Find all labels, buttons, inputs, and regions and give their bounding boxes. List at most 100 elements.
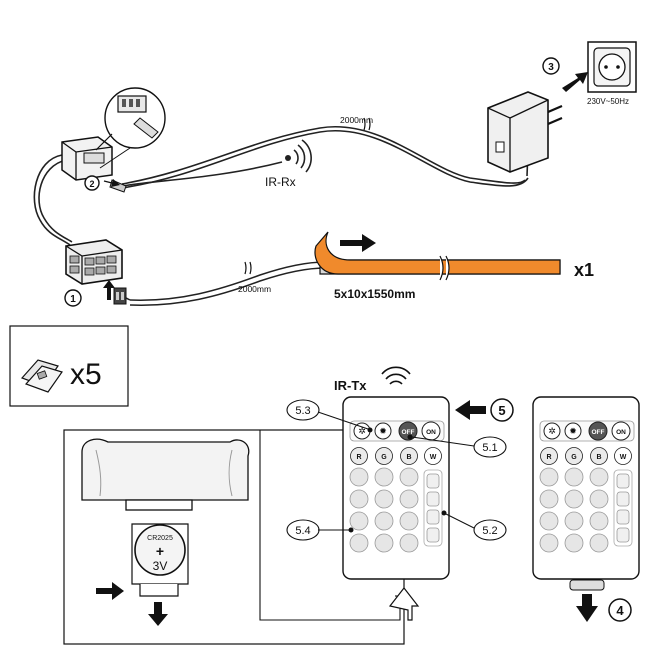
top-cable (121, 125, 529, 189)
bottom-cable-length: 2000mm (238, 284, 271, 294)
color-button[interactable] (399, 533, 419, 553)
callout-5-1: 5.1 (407, 434, 507, 458)
cable-break-mark (244, 117, 371, 275)
clips-quantity: x5 (70, 358, 102, 391)
step-4-badge: 4 (608, 598, 632, 622)
green-button-label: G (381, 454, 387, 461)
red-button-label-2: R (546, 454, 551, 461)
callout-5-2-label: 5.2 (482, 525, 497, 537)
color-button-grid (349, 467, 419, 553)
clips-box: x5 (9, 325, 129, 407)
color-button-grid-2 (539, 467, 609, 553)
top-cable-length: 2000mm (340, 115, 373, 125)
color-button[interactable] (374, 511, 394, 531)
ir-receiver (285, 139, 312, 173)
connector-zoom-inset (95, 87, 166, 169)
color-button[interactable] (349, 533, 369, 553)
red-button[interactable] (350, 447, 368, 465)
mounting-clip-icon (20, 359, 63, 393)
white-button[interactable] (424, 447, 442, 465)
color-button[interactable] (349, 511, 369, 531)
step-3-arrow (562, 72, 588, 92)
blue-button-label-2: B (596, 454, 601, 461)
brightness-up-icon: ✹ (379, 426, 387, 436)
wifi-signal-icon (381, 366, 411, 385)
panel-link-arrow (388, 587, 420, 621)
off-button[interactable] (398, 421, 418, 441)
brightness-up-icon: ✹ (569, 426, 577, 436)
blue-button-label: B (406, 454, 411, 461)
step-5-arrow (455, 400, 486, 420)
step-2-badge: 2 (84, 175, 100, 191)
step-4-number: 4 (616, 603, 624, 618)
bottom-cable (119, 261, 326, 306)
brightness-up-button[interactable] (374, 422, 392, 440)
step-1-arrow (103, 280, 115, 300)
white-tone-button[interactable] (426, 491, 440, 507)
color-button[interactable] (399, 489, 419, 509)
green-button-label-2: G (571, 454, 577, 461)
off-button-label-2: OFF (592, 429, 605, 436)
on-button-label-2: ON (616, 429, 626, 436)
step-1-number: 1 (70, 294, 76, 305)
white-button-label: W (430, 454, 437, 461)
battery-tab[interactable] (569, 579, 605, 591)
green-button[interactable] (375, 447, 393, 465)
battery-voltage: 3V (153, 559, 168, 573)
remote-control-secondary: ✲ ✹ OFF ON R G B W (532, 396, 640, 591)
step-2-number: 2 (89, 179, 94, 189)
color-button[interactable] (374, 533, 394, 553)
battery-pull-arrow (148, 602, 168, 626)
color-button[interactable] (374, 467, 394, 487)
callout-5-3-label: 5.3 (295, 405, 310, 417)
color-button[interactable] (349, 489, 369, 509)
step-5-badge: 5 (490, 398, 514, 422)
strip-direction-arrow (340, 234, 376, 252)
color-button[interactable] (399, 467, 419, 487)
power-rating-label: 230V~50Hz (587, 97, 629, 106)
step-1-badge: 1 (64, 289, 82, 307)
step-5-number: 5 (498, 403, 505, 418)
led-strip (314, 231, 561, 281)
white-tone-buttons (423, 469, 443, 547)
power-adapter (487, 91, 563, 173)
callout-5-3: 5.3 (286, 399, 373, 433)
left-connection-cable (33, 154, 73, 246)
white-tone-buttons-2 (613, 469, 633, 547)
strip-dimensions: 5x10x1550mm (334, 287, 415, 301)
callout-5-4: 5.4 (286, 519, 354, 541)
callout-5-4-label: 5.4 (295, 525, 310, 537)
off-button-label: OFF (402, 429, 415, 436)
color-button[interactable] (349, 467, 369, 487)
white-tone-button[interactable] (426, 527, 440, 543)
brightness-down-icon: ✲ (358, 426, 366, 436)
callout-5-1-label: 5.1 (482, 442, 497, 454)
white-tone-button[interactable] (426, 509, 440, 525)
step-4-arrow (576, 594, 598, 622)
white-button-label-2: W (620, 454, 627, 461)
white-tone-button[interactable] (426, 473, 440, 489)
strip-connector-plug (113, 287, 127, 305)
color-button[interactable] (374, 489, 394, 509)
callout-5-2: 5.2 (441, 510, 507, 541)
led-strip-light (314, 231, 561, 275)
strip-quantity: x1 (574, 260, 594, 280)
step-3-number: 3 (548, 62, 554, 73)
red-button-label: R (356, 454, 361, 461)
battery-model: CR2025 (147, 535, 173, 542)
step-3-badge: 3 (542, 57, 560, 75)
brightness-down-icon: ✲ (548, 426, 556, 436)
remote-control-main: ✲ ✹ OFF ON R G B W (342, 396, 450, 580)
color-button[interactable] (399, 511, 419, 531)
battery-release-arrow (96, 582, 124, 600)
wall-socket (587, 41, 637, 93)
controller-unit-small (61, 136, 127, 193)
remote-label: IR-Tx (334, 378, 367, 393)
blue-button[interactable] (400, 447, 418, 465)
battery-cell (134, 524, 186, 576)
on-button-label: ON (426, 429, 436, 436)
ir-receiver-label: IR-Rx (265, 175, 296, 189)
step-2-arrow (103, 178, 121, 188)
controller-unit-main (65, 239, 123, 285)
